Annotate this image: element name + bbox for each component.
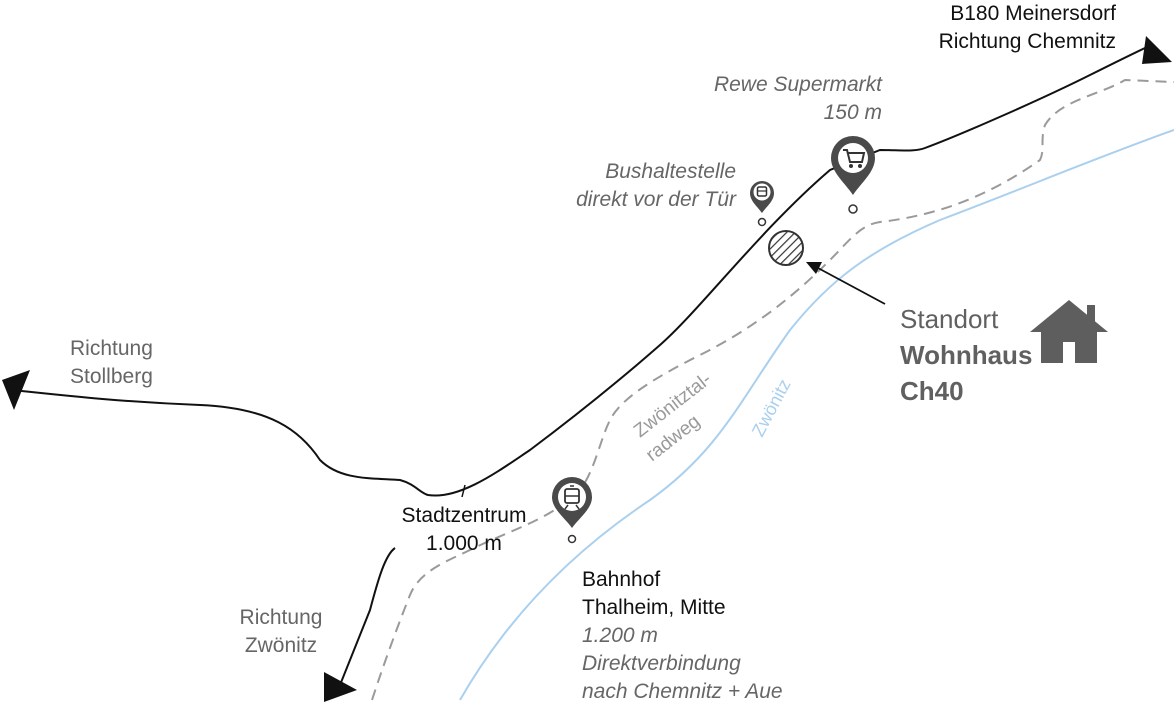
river-label: Zwönitz: [748, 376, 795, 440]
stadtzentrum-tick: [461, 484, 466, 498]
location-pointer-arrow-icon: [806, 262, 822, 274]
label-bus-line2: direkt vor der Tür: [576, 188, 736, 211]
label-bahnhof-note2: nach Chemnitz + Aue: [582, 680, 783, 703]
label-bahnhof: Bahnhof Thalheim, Mitte 1.200 m Direktve…: [582, 566, 783, 706]
label-bahnhof-line2: Thalheim, Mitte: [582, 596, 726, 619]
tram-point: [567, 534, 577, 544]
bus-stop-pin-icon: [750, 181, 774, 213]
label-standort: Standort Wohnhaus Ch40: [900, 301, 1032, 409]
location-pointer-line: [817, 267, 886, 305]
label-stadtzentrum-distance: 1.000 m: [426, 532, 502, 555]
label-b180-line1: B180 Meinersdorf: [950, 2, 1116, 25]
label-standort-line3: Ch40: [900, 376, 964, 406]
label-b180: B180 Meinersdorf Richtung Chemnitz: [939, 0, 1116, 56]
arrow-stollberg-icon: [2, 370, 30, 410]
label-b180-line2: Richtung Chemnitz: [938, 30, 1116, 53]
bikepath-zwoenitztal: [371, 78, 1174, 701]
supermarket-point: [848, 204, 858, 214]
location-marker-icon: [768, 230, 804, 266]
label-rewe: Rewe Supermarkt 150 m: [714, 71, 882, 127]
label-zwoenitz: Richtung Zwönitz: [226, 604, 336, 660]
label-stollberg: Richtung Stollberg: [70, 335, 153, 391]
label-rewe-distance: 150 m: [823, 101, 882, 124]
label-stollberg-line2: Stollberg: [70, 365, 153, 388]
label-stollberg-line1: Richtung: [70, 337, 153, 360]
supermarket-pin-icon: [831, 136, 875, 195]
house-icon: [1030, 300, 1108, 363]
label-standort-line1: Standort: [900, 304, 999, 334]
label-standort-line2: Wohnhaus: [900, 340, 1033, 370]
label-zwoenitz-line2: Zwönitz: [244, 634, 318, 657]
arrow-chemnitz-icon: [1142, 36, 1172, 64]
tram-pin-icon: [552, 477, 592, 528]
label-stadtzentrum-name: Stadtzentrum: [401, 504, 527, 527]
label-bahnhof-distance: 1.200 m: [582, 624, 658, 647]
label-bahnhof-line1: Bahnhof: [582, 568, 661, 591]
label-bus-line1: Bushaltestelle: [605, 160, 736, 183]
arrow-zwoenitz-icon: [324, 672, 357, 702]
label-rewe-name: Rewe Supermarkt: [713, 73, 882, 96]
label-bus: Bushaltestelle direkt vor der Tür: [576, 158, 736, 214]
bus-stop-point: [757, 217, 767, 227]
river-zwoenitz: [459, 129, 1174, 701]
label-stadtzentrum: Stadtzentrum 1.000 m: [386, 502, 542, 558]
road-main: [11, 47, 1146, 497]
label-zwoenitz-line1: Richtung: [239, 606, 323, 629]
label-bahnhof-note1: Direktverbindung: [582, 652, 741, 675]
road-zwoenitz: [339, 547, 396, 686]
